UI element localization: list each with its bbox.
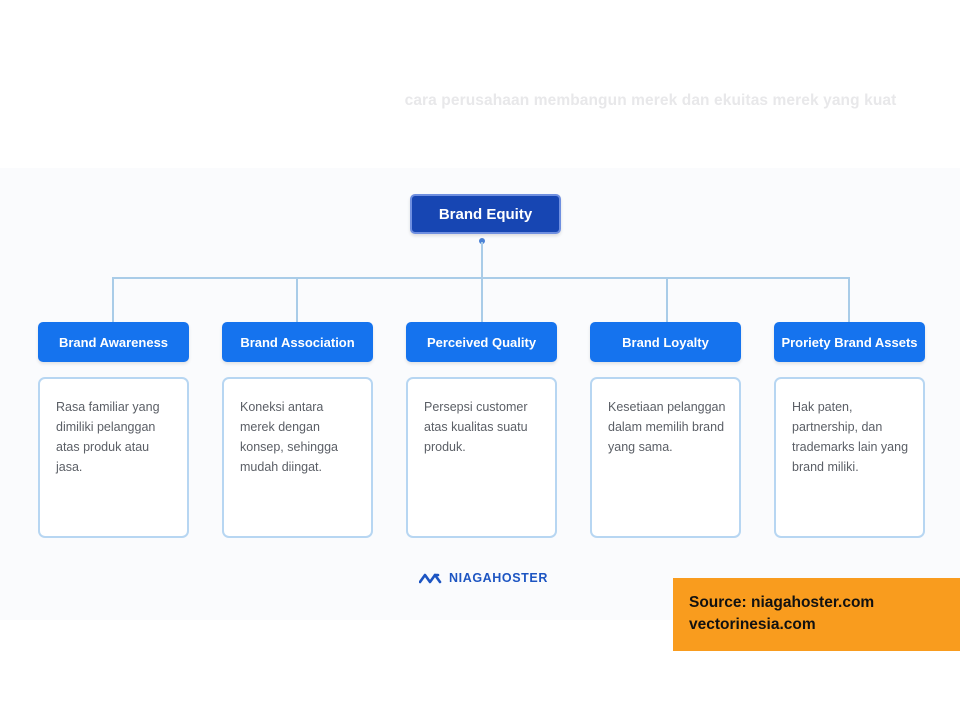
branch-header: Proriety Brand Assets: [774, 322, 925, 362]
branch-card: Koneksi antara merek dengan konsep, sehi…: [222, 377, 373, 538]
source-line: Source: niagahoster.com: [689, 594, 875, 611]
branch-title: Proriety Brand Assets: [781, 334, 918, 350]
connector-drop: [848, 277, 850, 322]
branch-title: Brand Awareness: [58, 334, 169, 350]
branch-header: Brand Association: [222, 322, 373, 362]
branch-header: Brand Awareness: [38, 322, 189, 362]
branch-header: Perceived Quality: [406, 322, 557, 362]
connector-drop: [112, 277, 114, 322]
branch-card: Kesetiaan pelanggan dalam memilih brand …: [590, 377, 741, 538]
diagram-subtitle: cara perusahaan membangun merek dan ekui…: [404, 92, 897, 109]
branch-title: Brand Loyalty: [622, 334, 709, 350]
branch-description: Hak paten, partnership, dan trademarks l…: [792, 400, 909, 474]
branch-description: Persepsi customer atas kualitas suatu pr…: [424, 400, 528, 454]
logo-text: NIAGAHOSTER: [449, 571, 548, 585]
connector-dot: [479, 238, 485, 244]
branch-title: Perceived Quality: [426, 334, 537, 350]
niagahoster-wave-icon: [419, 573, 442, 584]
branch-header: Brand Loyalty: [590, 322, 741, 362]
connector-drop: [296, 277, 298, 322]
connector-drop: [666, 277, 668, 322]
branch-description: Koneksi antara merek dengan konsep, sehi…: [240, 400, 338, 474]
branch-description: Rasa familiar yang dimiliki pelanggan at…: [56, 400, 160, 474]
connector-trunk: [481, 242, 483, 279]
branch-card: Rasa familiar yang dimiliki pelanggan at…: [38, 377, 189, 538]
branch-card: Persepsi customer atas kualitas suatu pr…: [406, 377, 557, 538]
source-line: vectorinesia.com: [689, 616, 816, 633]
root-node: Brand Equity: [410, 194, 561, 234]
root-node-label: Brand Equity: [438, 205, 533, 223]
branch-title: Brand Association: [240, 334, 355, 350]
branch-description: Kesetiaan pelanggan dalam memilih brand …: [608, 400, 726, 454]
connector-drop: [481, 277, 483, 322]
niagahoster-logo: NIAGAHOSTER: [419, 570, 549, 586]
source-box: Source: niagahoster.com vectorinesia.com: [673, 578, 960, 651]
branch-card: Hak paten, partnership, dan trademarks l…: [774, 377, 925, 538]
